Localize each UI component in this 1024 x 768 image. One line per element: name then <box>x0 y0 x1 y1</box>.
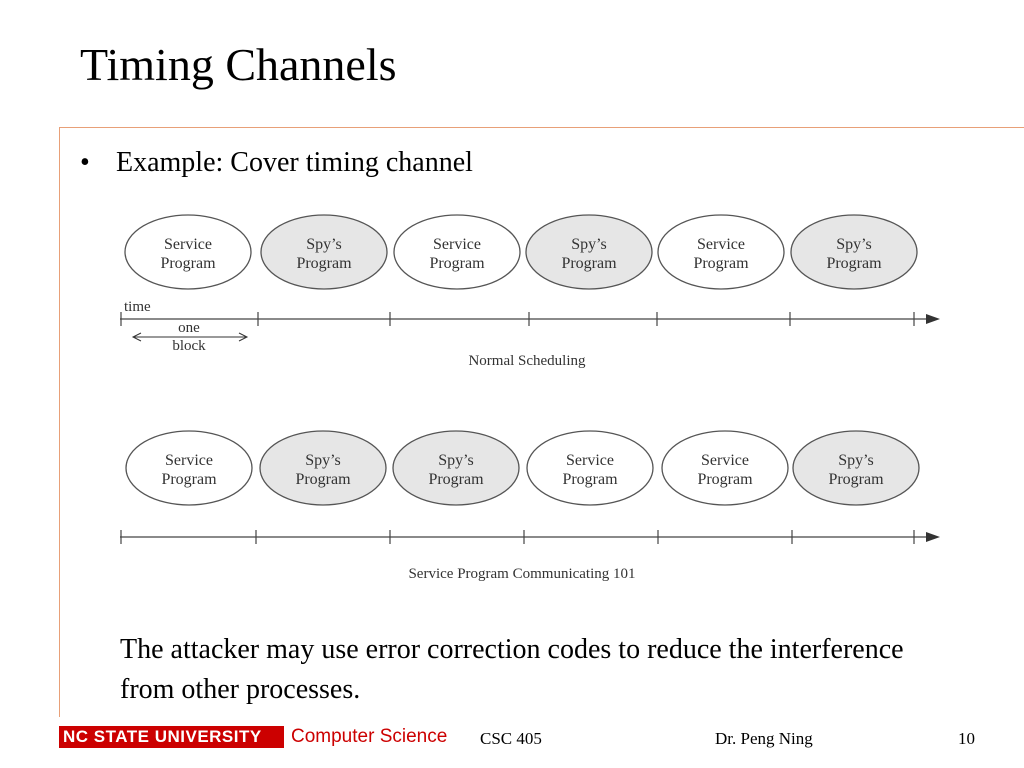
spy-program-block <box>525 214 653 290</box>
block-label: Program <box>826 255 882 272</box>
body-paragraph: The attacker may use error correction co… <box>120 634 904 705</box>
spy-program-block <box>792 430 920 506</box>
block-label: Spy’s <box>438 452 474 469</box>
bullet-text: Example: Cover timing channel <box>116 147 473 178</box>
timeline-arrowhead <box>926 532 940 542</box>
block-label: Service <box>164 236 212 253</box>
communicating-timeline: Service Program Communicating 101 <box>120 530 940 582</box>
block-label: Service <box>697 236 745 253</box>
service-program-block <box>661 430 789 506</box>
page-number: 10 <box>958 729 975 748</box>
spy-program-block <box>259 430 387 506</box>
university-logo: NC STATE UNIVERSITY <box>59 726 284 748</box>
block-label: Spy’s <box>306 236 342 253</box>
block-label: Spy’s <box>838 452 874 469</box>
block-label: Service <box>165 452 213 469</box>
bullet-dot: • <box>80 147 90 178</box>
block-label: Program <box>828 471 884 488</box>
block-label: Service <box>433 236 481 253</box>
block-label: Program <box>160 255 216 272</box>
block-label: Program <box>295 471 351 488</box>
one-block-label-1: one <box>178 320 200 336</box>
block-label: Program <box>161 471 217 488</box>
department-name: Computer Science <box>291 726 448 747</box>
spy-program-block <box>790 214 918 290</box>
service-program-block <box>526 430 654 506</box>
spy-program-block <box>260 214 388 290</box>
normal-timeline: time one block Normal Scheduling <box>120 299 940 369</box>
communicating-caption: Service Program Communicating 101 <box>408 566 635 582</box>
spy-program-block <box>392 430 520 506</box>
time-label: time <box>124 299 151 315</box>
block-label: Spy’s <box>305 452 341 469</box>
frame-top-rule <box>59 127 1024 128</box>
service-program-block <box>124 214 252 290</box>
block-label: Spy’s <box>836 236 872 253</box>
block-label: Service <box>566 452 614 469</box>
block-label: Spy’s <box>571 236 607 253</box>
bullet-item: • Example: Cover timing channel <box>80 149 473 177</box>
block-label: Service <box>701 452 749 469</box>
normal-scheduling-caption: Normal Scheduling <box>468 353 586 369</box>
block-label: Program <box>561 255 617 272</box>
block-label: Program <box>693 255 749 272</box>
service-program-block <box>657 214 785 290</box>
block-label: Program <box>697 471 753 488</box>
service-program-block <box>125 430 253 506</box>
slide-title: Timing Channels <box>80 39 397 90</box>
timeline-arrowhead <box>926 314 940 324</box>
course-code: CSC 405 <box>480 729 542 748</box>
frame-left-rule <box>59 127 60 717</box>
block-label: Program <box>429 255 485 272</box>
block-label: Program <box>562 471 618 488</box>
service-program-block <box>393 214 521 290</box>
one-block-label-2: block <box>172 338 206 354</box>
author-name: Dr. Peng Ning <box>715 729 813 748</box>
block-label: Program <box>296 255 352 272</box>
block-label: Program <box>428 471 484 488</box>
